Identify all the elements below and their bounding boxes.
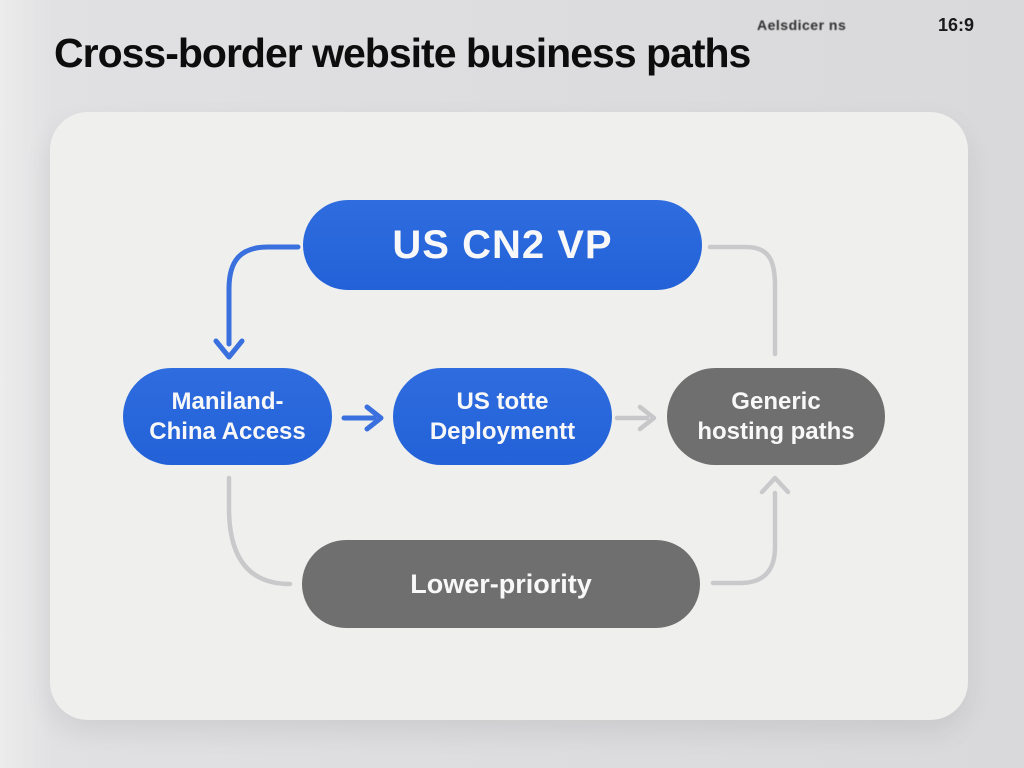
aspect-ratio-label: 16:9	[938, 15, 975, 35]
node-us-deployment: US totte Deploymentt	[393, 368, 612, 465]
page-title: Cross-border website business paths	[54, 30, 751, 76]
node-deployment-line1: US totte	[456, 387, 549, 415]
node-generic-hosting-paths: Generic hosting paths	[667, 368, 885, 465]
node-generic-line1: Generic	[731, 387, 821, 415]
node-generic-line2: hosting paths	[697, 417, 855, 445]
node-mainland-line2: China Access	[149, 417, 306, 445]
node-deployment-line2: Deploymentt	[429, 417, 576, 445]
node-lower-priority-label: Lower-priority	[410, 568, 592, 599]
node-us-cn2-vp-label: US CN2 VP	[392, 222, 613, 267]
watermark-text: Aelsdicer ns	[757, 17, 847, 33]
node-mainland-line1: Maniland-	[171, 387, 284, 415]
node-lower-priority: Lower-priority	[302, 540, 700, 628]
node-us-cn2-vp: US CN2 VP	[303, 200, 702, 290]
node-mainland-china-access: Maniland- China Access	[123, 368, 332, 465]
